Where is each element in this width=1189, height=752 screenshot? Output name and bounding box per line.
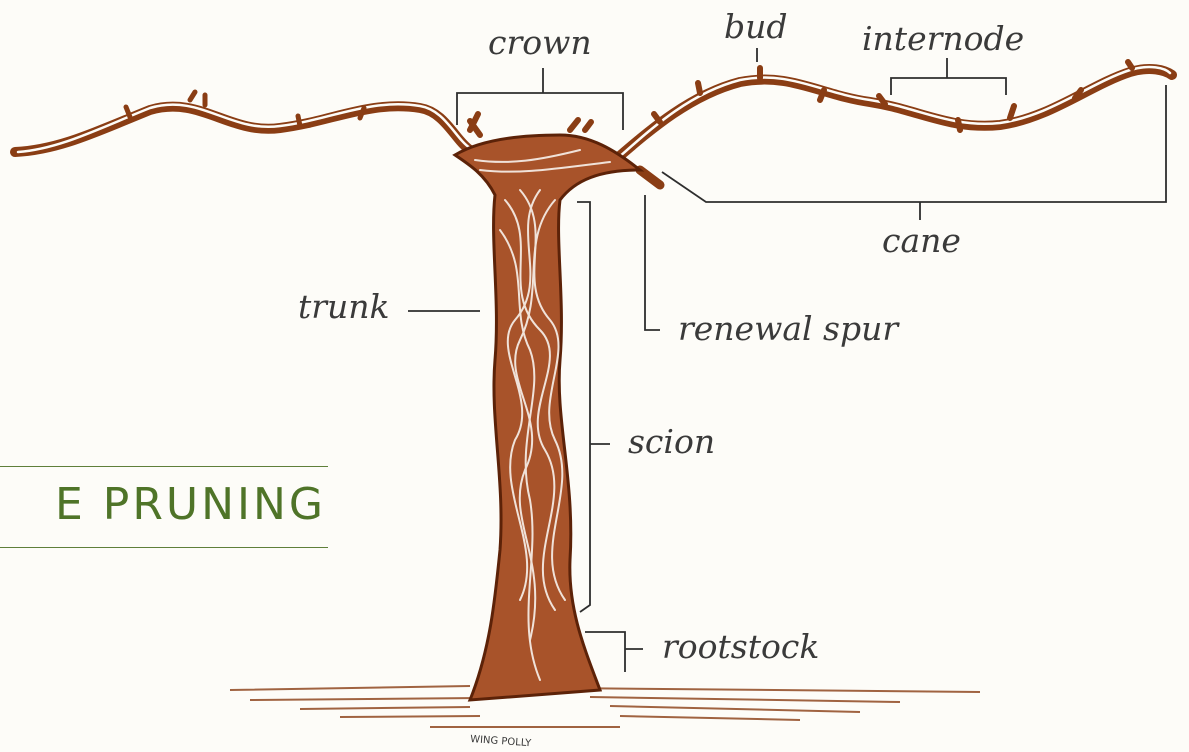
label-renewal-spur: renewal spur <box>678 312 898 345</box>
trunk-shape <box>455 114 640 700</box>
label-scion: scion <box>628 425 715 458</box>
title-banner: E PRUNING <box>0 466 328 548</box>
right-cane <box>615 62 1172 185</box>
label-internode: internode <box>862 22 1024 55</box>
ground <box>230 686 980 727</box>
label-trunk: trunk <box>298 290 390 323</box>
label-cane: cane <box>882 224 961 257</box>
label-crown: crown <box>488 26 592 59</box>
banner-title: E PRUNING <box>55 483 326 527</box>
label-rootstock: rootstock <box>662 630 819 663</box>
left-arm <box>15 92 470 152</box>
label-bud: bud <box>724 10 788 43</box>
